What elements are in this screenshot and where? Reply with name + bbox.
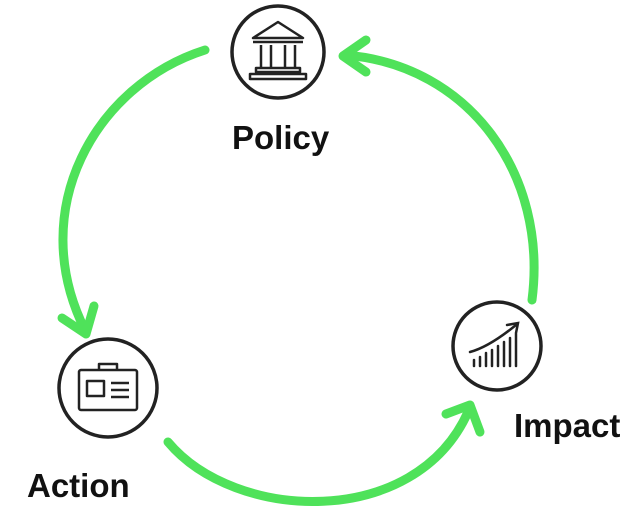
government-building-icon bbox=[248, 20, 308, 81]
impact-label: Impact bbox=[514, 407, 621, 444]
action-label: Action bbox=[27, 467, 130, 504]
arrow-policy-to-action bbox=[58, 45, 210, 335]
cycle-arrows bbox=[57, 35, 539, 506]
arrow-impact-to-policy bbox=[340, 50, 539, 305]
arrowhead-policy bbox=[338, 35, 371, 77]
arrow-action-to-impact bbox=[163, 407, 473, 506]
node-action bbox=[57, 337, 159, 439]
policy-label: Policy bbox=[232, 119, 330, 156]
growth-chart-icon bbox=[468, 321, 520, 368]
node-policy bbox=[230, 4, 326, 100]
id-card-icon bbox=[77, 362, 139, 412]
arrowhead-impact bbox=[441, 400, 485, 437]
node-impact bbox=[451, 300, 543, 392]
arrowhead-action bbox=[57, 301, 99, 339]
